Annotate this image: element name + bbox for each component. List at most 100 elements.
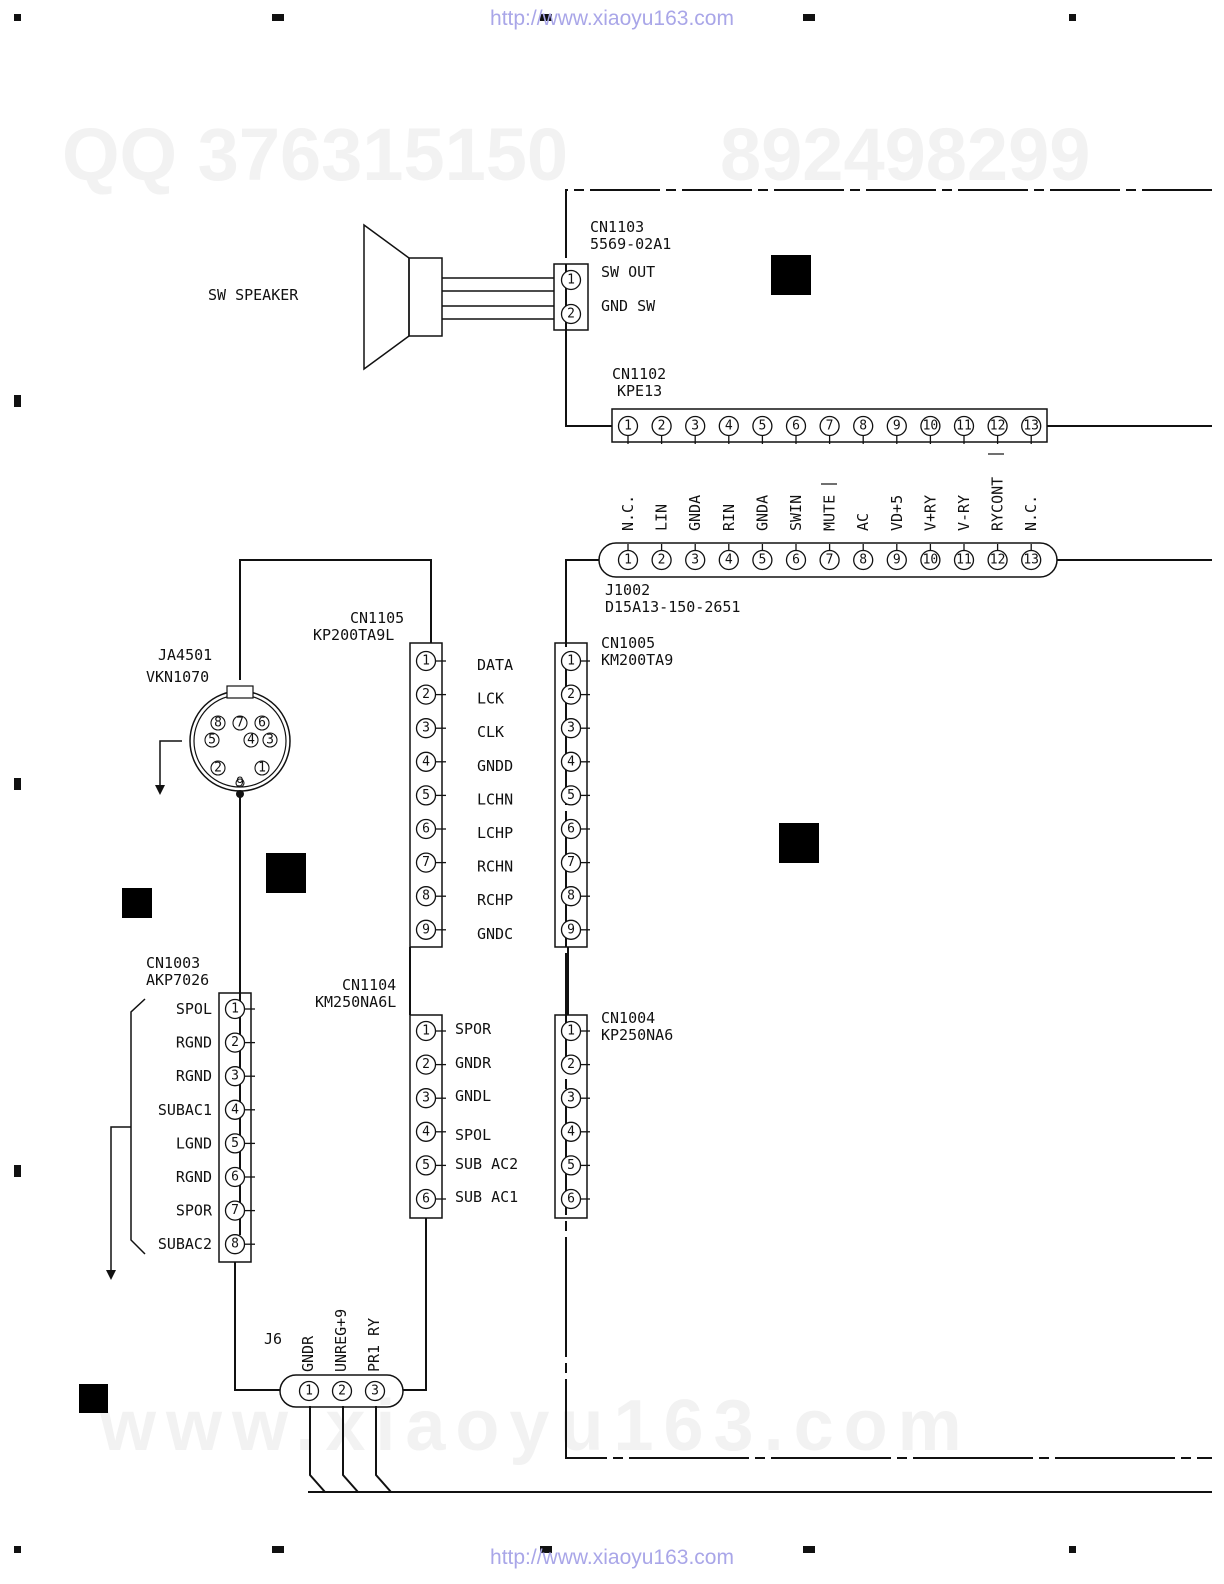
j1002-pin: [920, 549, 941, 571]
cn1005-pin-number: 1: [567, 654, 575, 669]
j1002-pin-number: 13: [1023, 553, 1039, 568]
cn1102-pin: [886, 415, 907, 437]
cn1004-pin: [560, 1121, 582, 1142]
cn1103-signal: GND SW: [601, 297, 656, 315]
cn1105-pin-number: 5: [422, 788, 430, 803]
ja4501-pin: [232, 715, 248, 731]
cn1003-pin: [224, 1166, 246, 1188]
cn1102-part: KPE13: [617, 382, 662, 400]
cn1003-signal: SUBAC1: [158, 1101, 212, 1119]
ja4501-part: VKN1070: [146, 668, 209, 686]
ja4501-pin-number: 1: [258, 761, 266, 776]
cn1103-pin: [560, 269, 582, 291]
j6-pin-number: 1: [305, 1384, 313, 1399]
j6-pin: [364, 1380, 386, 1402]
cn1005-pin-number: 2: [567, 687, 575, 702]
j1002-pin-number: 3: [691, 553, 699, 568]
j1002-pin-number: 5: [758, 553, 766, 568]
cn1005-pin: [560, 684, 582, 705]
ja4501-pin-number: 4: [247, 733, 255, 748]
cn1105-pin-number: 4: [422, 754, 430, 769]
block-markers: [79, 255, 819, 1413]
cn1105-pin: [415, 886, 437, 907]
cn1003-signal: RGND: [176, 1034, 212, 1052]
j6-pin: [298, 1380, 320, 1402]
cn1104-pin-number: 2: [422, 1057, 430, 1072]
cn1003-signal: SUBAC2: [158, 1235, 212, 1253]
cn1003-signal: LGND: [176, 1134, 212, 1152]
ja4501-pin: [204, 732, 220, 748]
ja4501-pin-number: 7: [236, 716, 244, 731]
cn1102-pin: [718, 415, 739, 437]
cn1102-pin: [651, 415, 672, 437]
cn1105-pin: [415, 785, 437, 806]
cn1105-signal: RCHN: [477, 858, 513, 876]
cn1105-pin-number: 3: [422, 721, 430, 736]
cn1102-pin-number: 7: [826, 419, 834, 434]
cn1103-pin: [560, 303, 582, 325]
j1002-signal: MUTE: [821, 495, 839, 531]
j1002-pin: [752, 549, 773, 571]
cn1105-signal: GNDC: [477, 925, 513, 943]
j1002-pin: [819, 549, 840, 571]
cn1003-pin: [224, 1066, 246, 1087]
cn1005-pin-number: 4: [567, 754, 575, 769]
j1002-pin: [617, 549, 639, 571]
cn1102-pin-number: 13: [1023, 419, 1039, 434]
cn1104-pin: [415, 1054, 437, 1075]
ja4501-pin-number: 3: [266, 733, 274, 748]
cn1004-pin: [560, 1020, 582, 1042]
cn1003-signal: RGND: [176, 1067, 212, 1085]
cn1102-pin-number: 10: [923, 419, 939, 434]
cn1105-pin-number: 8: [422, 889, 430, 904]
cn1103-signal: SW OUT: [601, 263, 655, 281]
j1002-pin-number: 1: [624, 553, 632, 568]
j1002-signal: N.C.: [619, 495, 637, 531]
ja4501-pin: [254, 760, 270, 776]
j1002-signal: V+RY: [921, 495, 939, 531]
cn1103-pin-number: 2: [567, 307, 575, 322]
cn1102-pin: [752, 415, 773, 437]
cn1104-pin-number: 4: [422, 1124, 430, 1139]
j1002-pin: [1021, 549, 1042, 571]
watermark-site: www.xiaoyu163.com: [100, 1386, 972, 1466]
cn1104-signal: SUB AC1: [455, 1188, 518, 1206]
j6-pin: [331, 1380, 353, 1402]
cn1105-signal: RCHP: [477, 891, 513, 909]
cn1003-part: AKP7026: [146, 971, 209, 989]
cn1102-pin-number: 12: [990, 419, 1006, 434]
j1002-pin-number: 10: [923, 553, 939, 568]
j6-signal: PR1 RY: [365, 1318, 383, 1372]
j1002-signal: SWIN: [787, 495, 805, 531]
cn1003-pin-number: 7: [231, 1203, 239, 1218]
cn1005-pin-number: 6: [567, 822, 575, 837]
cn1004-part: KP250NA6: [601, 1026, 673, 1044]
corner-marks: [14, 14, 1076, 1553]
j6-pin-number: 3: [371, 1384, 379, 1399]
source-url-top: http://www.xiaoyu163.com: [490, 7, 734, 30]
watermark-number: 892498299: [720, 113, 1091, 196]
cn1105-pin: [415, 852, 437, 873]
cn1105-pin-number: 2: [422, 687, 430, 702]
ja4501-pin: [210, 760, 226, 776]
cn1003-pin-number: 2: [231, 1035, 239, 1050]
cn1005-pin-number: 8: [567, 889, 575, 904]
ja4501-pin: [210, 715, 226, 731]
cn1004-pin: [560, 1155, 582, 1176]
wiring: [234, 559, 569, 1493]
cn1105-signal: GNDD: [477, 757, 513, 775]
j1002-pin-number: 11: [956, 553, 972, 568]
cn1004-pin-number: 6: [567, 1192, 575, 1207]
cn1005-part: KM200TA9: [601, 651, 673, 669]
ja4501-pin-number: 9: [236, 776, 244, 791]
ja4501-pin: [235, 778, 245, 788]
cn1105-signal: LCHP: [477, 824, 513, 842]
cn1105-signal: DATA: [477, 656, 513, 674]
connector-cn1003: CN1003 AKP7026: [106, 954, 252, 1280]
j1002-pin-number: 6: [792, 553, 800, 568]
cn1104-pin-number: 3: [422, 1091, 430, 1106]
cn1003-pin-number: 3: [231, 1069, 239, 1084]
cn1005-pin: [560, 852, 582, 873]
cn1004-pin: [560, 1088, 582, 1109]
cn1005-pin: [560, 718, 582, 739]
